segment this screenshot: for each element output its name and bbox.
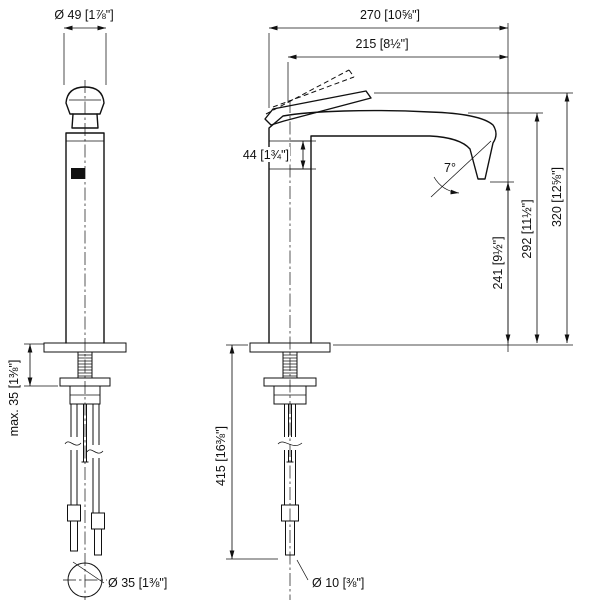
dim-height-total-label: 320 [12⅝"] xyxy=(550,167,564,227)
leader-line xyxy=(296,559,309,581)
dim-height-spout-label: 292 [11½"] xyxy=(520,199,534,258)
dim-total-reach-label: 270 [10⅝"] xyxy=(360,8,420,22)
hose-connector-tip xyxy=(70,520,78,552)
dim-hose-dia-label: Ø 10 [⅜"] xyxy=(312,576,364,590)
hose-connector-tip xyxy=(94,528,102,556)
break-gap xyxy=(88,445,102,457)
angle-reference-line xyxy=(430,140,492,198)
dim-under-length-label: 415 [16⅜"] xyxy=(214,426,228,486)
dim-base-dia-label: Ø 35 [1⅜"] xyxy=(108,576,167,590)
side-view xyxy=(249,69,497,556)
hose-connector xyxy=(67,504,81,522)
dim-outlet-angle-label: 7° xyxy=(444,161,456,175)
dim-height-outlet-label: 241 [9½"] xyxy=(491,236,505,289)
dim-spout-section-label: 44 [1¾"] xyxy=(243,148,289,162)
leader-line xyxy=(72,561,105,584)
break-line xyxy=(277,441,303,446)
indicator-window xyxy=(71,168,85,179)
centerlines xyxy=(84,80,291,600)
dim-handle-width-label: Ø 49 [1⅞"] xyxy=(54,8,113,22)
lever-raised-dashed xyxy=(272,76,355,108)
dimension-annotations: Ø 49 [1⅞"] 270 [10⅝"] 215 [8½"] 44 [1¾"]… xyxy=(7,8,573,590)
lever xyxy=(264,90,372,126)
label-backing xyxy=(234,147,290,162)
handle-knob-front xyxy=(65,86,105,115)
lever-raised-dashed xyxy=(265,69,350,115)
hose-connector xyxy=(91,512,105,530)
spout-body-profile xyxy=(268,109,497,344)
break-line xyxy=(64,441,82,446)
break-gap xyxy=(66,437,80,449)
break-gap xyxy=(279,437,301,450)
lever-raised-dashed xyxy=(348,69,355,78)
dim-max-deck-label: max. 35 [1⅜"] xyxy=(7,360,21,437)
break-line xyxy=(86,449,104,454)
dim-spout-reach-label: 215 [8½"] xyxy=(355,37,408,51)
angle-arc xyxy=(433,176,460,195)
